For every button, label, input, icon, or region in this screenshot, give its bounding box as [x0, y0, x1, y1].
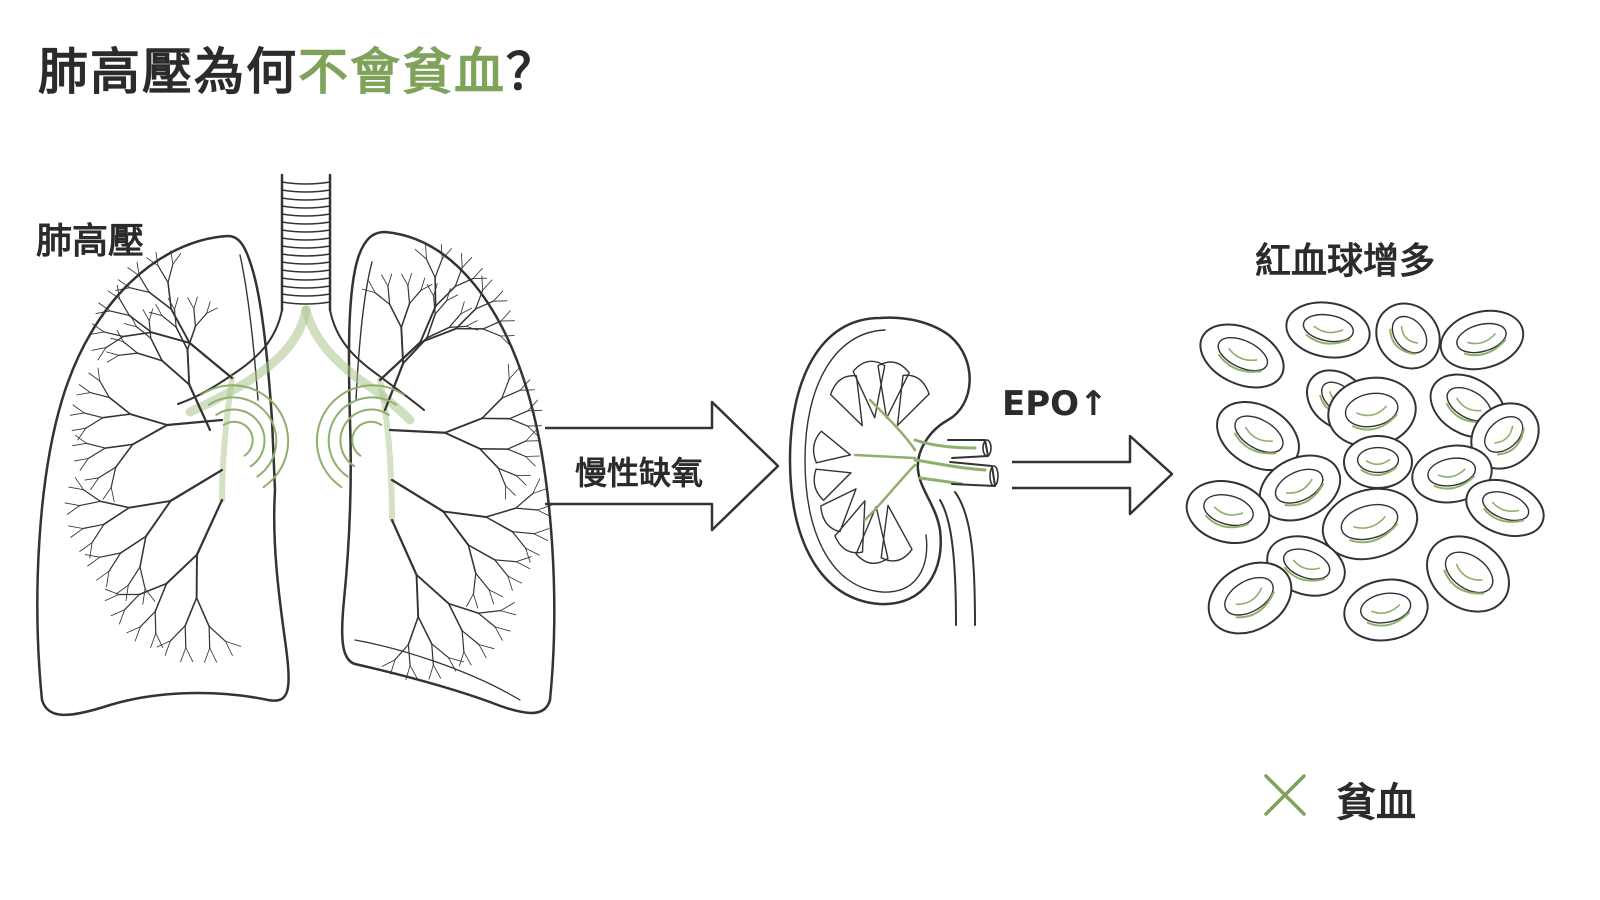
epo-label: EPO↑	[1002, 384, 1108, 424]
epo-arrow	[1012, 434, 1174, 516]
hypoxia-label: 慢性缺氧	[575, 454, 704, 492]
renal-pyramids	[812, 360, 930, 564]
red-blood-cells-icon	[1185, 301, 1545, 642]
bronchi	[177, 305, 425, 523]
hypoxia-arrow	[545, 400, 780, 532]
bronchial-tree	[64, 244, 553, 681]
cross-mark-icon	[1264, 774, 1306, 816]
left-lung-outline	[36, 234, 290, 717]
title-prefix: 肺高壓為何	[38, 43, 298, 101]
anemia-label: 貧血	[1336, 780, 1416, 826]
title-suffix: ？	[506, 43, 558, 101]
page-title: 肺高壓為何不會貧血？	[38, 32, 558, 104]
lungs-icon	[36, 173, 556, 717]
kidney-icon	[788, 316, 999, 626]
title-highlight: 不會貧血	[298, 43, 506, 101]
kidney-outline	[788, 316, 971, 606]
lung-label: 肺高壓	[36, 221, 145, 262]
right-lung-outline	[340, 230, 556, 715]
rbc-label: 紅血球增多	[1255, 241, 1436, 282]
trachea	[280, 173, 332, 312]
pressure-arcs	[200, 384, 405, 489]
